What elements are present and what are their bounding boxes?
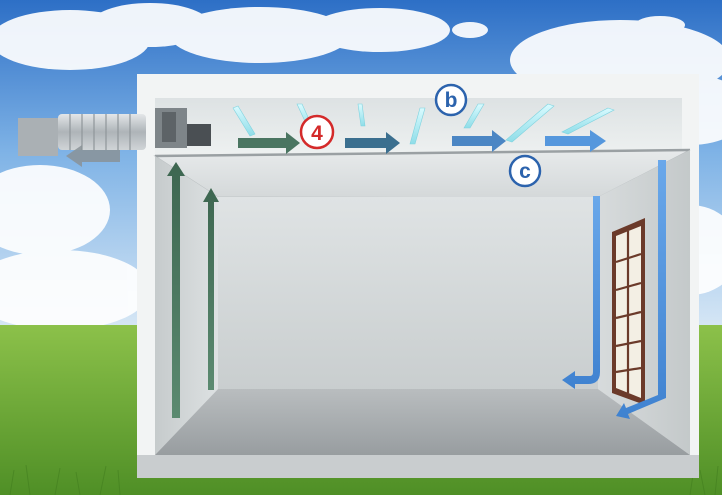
glass-door-icon: [612, 218, 645, 405]
plenum-airflow-arrows: [238, 130, 606, 154]
ceiling-edge: [154, 148, 691, 158]
suspended-ceiling: [153, 149, 691, 199]
building-base: [137, 455, 699, 478]
back-wall: [218, 197, 598, 389]
callout-b-label: b: [445, 89, 458, 112]
callout-4: 4: [299, 114, 335, 150]
callout-4-label: 4: [311, 122, 323, 145]
ventilation-duct-icon: [18, 114, 146, 167]
uv-light-strips: [232, 103, 615, 145]
callout-c-label: c: [519, 160, 531, 183]
left-wall: [155, 156, 218, 455]
exhaust-airflow-arrows: [167, 162, 219, 418]
fan-unit-icon: [155, 108, 211, 148]
supply-airflow-arrows: [562, 160, 666, 419]
callout-b: b: [434, 83, 468, 117]
floor: [155, 389, 690, 455]
callout-c: c: [508, 154, 542, 188]
grass-texture: [9, 464, 719, 495]
